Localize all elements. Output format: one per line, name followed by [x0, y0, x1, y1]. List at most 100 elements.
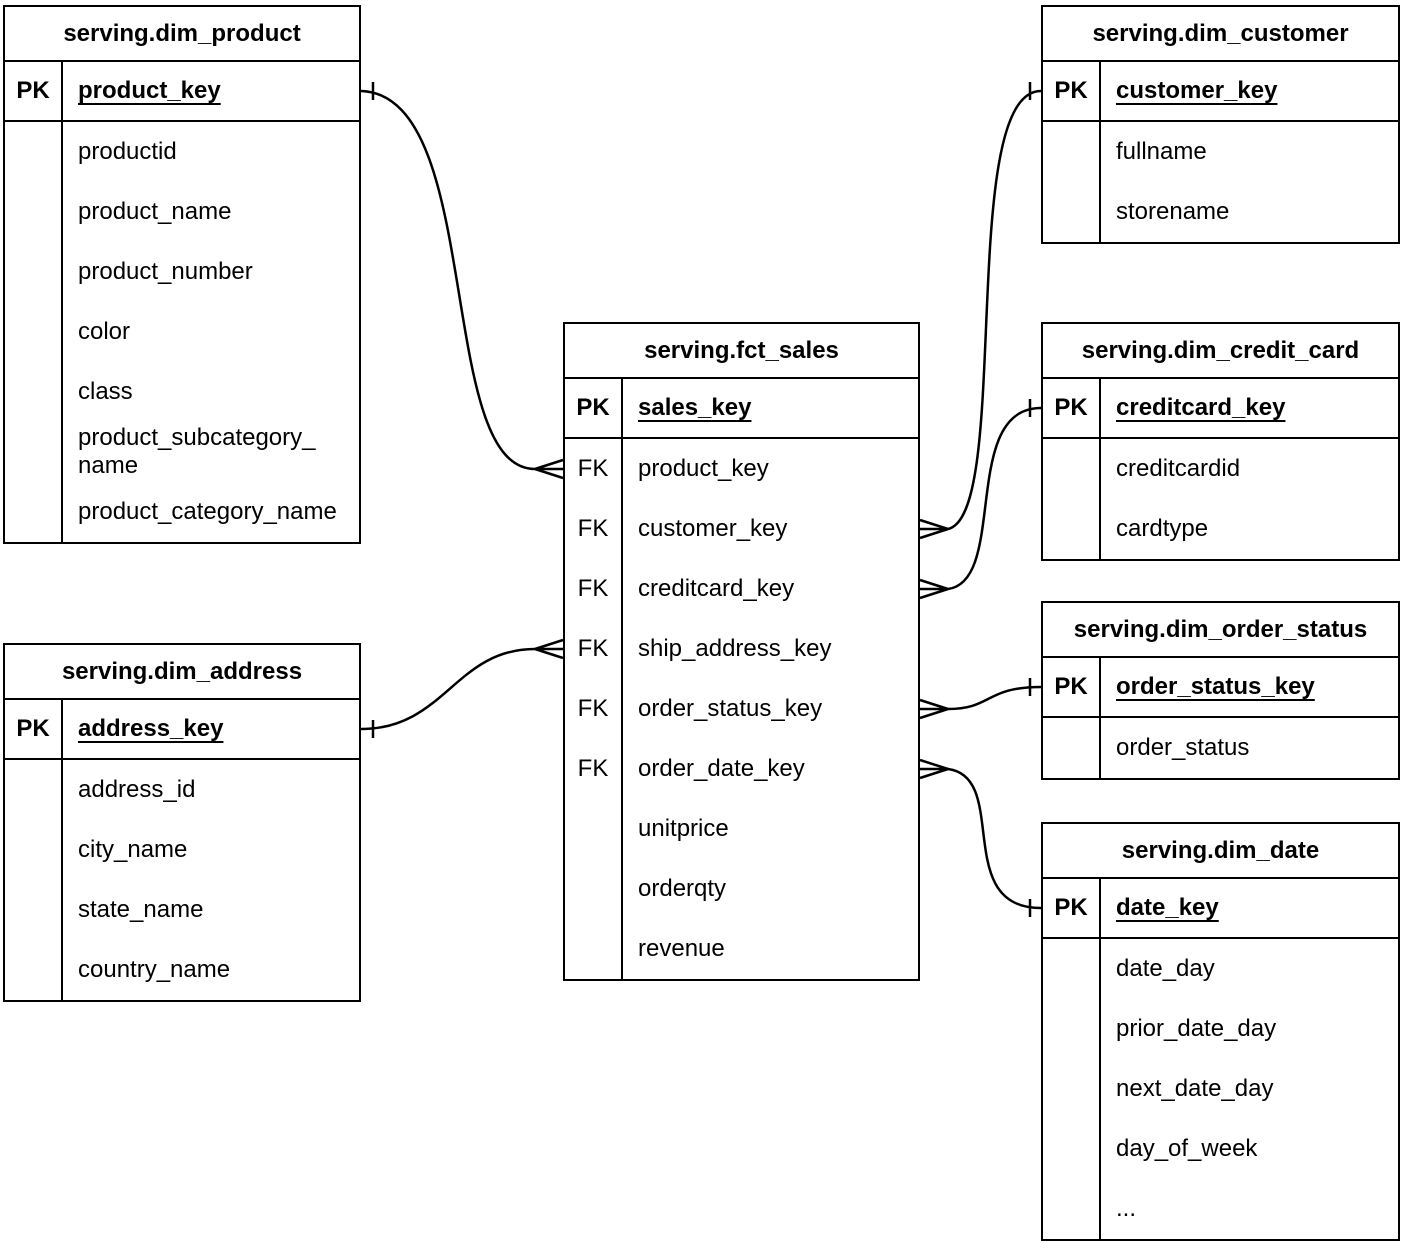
- key-tag: [565, 919, 623, 979]
- field-name: customer_key: [638, 515, 788, 542]
- key-tag: [1043, 439, 1101, 499]
- table-title: serving.dim_order_status: [1043, 603, 1398, 658]
- connector-fct-sales-to-dim-customer: [919, 82, 1042, 540]
- field-name: fullname: [1116, 138, 1207, 165]
- table-row: color: [5, 302, 359, 362]
- field-name: revenue: [638, 935, 725, 962]
- table-row: product_subcategory_name: [5, 422, 359, 482]
- field-name: order_status_key: [638, 695, 823, 722]
- field-name: order_date_key: [638, 755, 805, 782]
- table-title: serving.dim_customer: [1043, 7, 1398, 62]
- key-tag: [1043, 1119, 1101, 1179]
- crow-foot-icon: [919, 698, 949, 720]
- table-row: order_status: [1043, 718, 1398, 778]
- key-tag: [5, 422, 63, 482]
- pk-field-name: date_key: [1116, 894, 1219, 921]
- table-row: revenue: [565, 919, 918, 979]
- key-tag: [5, 182, 63, 242]
- table-title: serving.dim_date: [1043, 824, 1398, 879]
- field-name: date_day: [1116, 955, 1215, 982]
- fk-tag: FK: [565, 739, 623, 799]
- entity-table-dim-credit-card: serving.dim_credit_card PK creditcard_ke…: [1041, 322, 1400, 561]
- fk-tag: FK: [565, 679, 623, 739]
- key-tag: [1043, 999, 1101, 1059]
- key-tag: [5, 122, 63, 182]
- pk-tag: PK: [1043, 379, 1101, 437]
- connector-fct-sales-to-dim-address: [360, 638, 564, 738]
- table-row: storename: [1043, 182, 1398, 242]
- field-name: product_number: [78, 258, 253, 285]
- table-row: PK product_key: [5, 62, 359, 122]
- field-name: product_category_name: [78, 498, 337, 525]
- field-name: unitprice: [638, 815, 729, 842]
- table-row: FK ship_address_key: [565, 619, 918, 679]
- table-row: product_category_name: [5, 482, 359, 542]
- key-tag: [5, 362, 63, 422]
- pk-tag: PK: [1043, 658, 1101, 716]
- pk-field-name: sales_key: [638, 394, 752, 421]
- table-row: city_name: [5, 820, 359, 880]
- field-name: next_date_day: [1116, 1075, 1274, 1102]
- key-tag: [5, 940, 63, 1000]
- table-row: PK sales_key: [565, 379, 918, 439]
- field-name: product_key: [638, 455, 769, 482]
- key-tag: [1043, 1059, 1101, 1119]
- field-name: ship_address_key: [638, 635, 832, 662]
- table-row: state_name: [5, 880, 359, 940]
- table-title: serving.fct_sales: [565, 324, 918, 379]
- table-row: next_date_day: [1043, 1059, 1398, 1119]
- pk-field-name: order_status_key: [1116, 673, 1315, 700]
- field-name: storename: [1116, 198, 1230, 225]
- table-row: unitprice: [565, 799, 918, 859]
- key-tag: [1043, 182, 1101, 242]
- table-row: cardtype: [1043, 499, 1398, 559]
- field-name: day_of_week: [1116, 1135, 1258, 1162]
- table-row: PK address_key: [5, 700, 359, 760]
- relationship-line: [360, 647, 536, 731]
- crow-foot-icon: [919, 518, 949, 540]
- table-row: class: [5, 362, 359, 422]
- pk-tag: PK: [5, 700, 63, 758]
- field-name: state_name: [78, 896, 204, 923]
- table-row: FK order_status_key: [565, 679, 918, 739]
- table-row: orderqty: [565, 859, 918, 919]
- fk-tag: FK: [565, 619, 623, 679]
- pk-tag: PK: [1043, 879, 1101, 937]
- fk-tag: FK: [565, 499, 623, 559]
- field-name: ...: [1116, 1195, 1137, 1222]
- relationship-line: [360, 89, 536, 471]
- pk-field-name: product_key: [78, 77, 221, 104]
- table-row: product_name: [5, 182, 359, 242]
- pk-field-name: creditcard_key: [1116, 394, 1286, 421]
- key-tag: [5, 482, 63, 542]
- relationship-line: [947, 685, 1042, 711]
- table-row: date_day: [1043, 939, 1398, 999]
- table-row: PK creditcard_key: [1043, 379, 1398, 439]
- pk-tag: PK: [5, 62, 63, 120]
- fk-tag: FK: [565, 559, 623, 619]
- key-tag: [5, 302, 63, 362]
- connector-fct-sales-to-dim-credit-card: [919, 399, 1042, 600]
- field-name: city_name: [78, 836, 188, 863]
- entity-table-dim-address: serving.dim_address PK address_key addre…: [3, 643, 361, 1002]
- relationship-line: [947, 406, 1042, 591]
- crow-foot-icon: [919, 758, 949, 780]
- relationship-line: [947, 89, 1042, 531]
- table-title: serving.dim_address: [5, 645, 359, 700]
- pk-field-name: customer_key: [1116, 77, 1278, 104]
- field-name: cardtype: [1116, 515, 1209, 542]
- entity-table-dim-order-status: serving.dim_order_status PK order_status…: [1041, 601, 1400, 780]
- pk-tag: PK: [565, 379, 623, 437]
- key-tag: [5, 820, 63, 880]
- entity-table-dim-product: serving.dim_product PK product_key produ…: [3, 5, 361, 544]
- key-tag: [5, 760, 63, 820]
- connector-fct-sales-to-dim-order-status: [919, 678, 1042, 720]
- field-name: orderqty: [638, 875, 727, 902]
- field-name: color: [78, 318, 131, 345]
- field-name: address_id: [78, 776, 196, 803]
- connector-fct-sales-to-dim-date: [919, 758, 1042, 917]
